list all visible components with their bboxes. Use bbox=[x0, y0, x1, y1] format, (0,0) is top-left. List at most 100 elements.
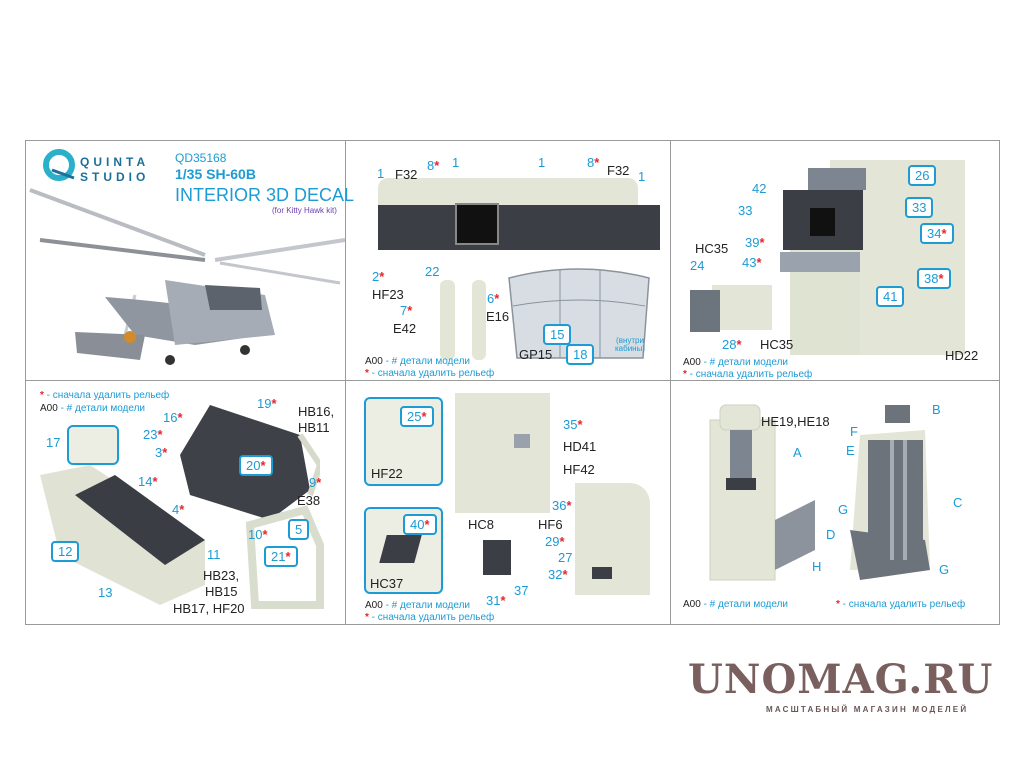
callout-8: 8* bbox=[427, 159, 439, 172]
callout-2: 2* bbox=[372, 270, 384, 283]
quinta-logo-icon bbox=[43, 149, 75, 181]
label-text: A00 bbox=[683, 599, 701, 610]
label-text: 9 bbox=[309, 475, 317, 490]
callout-17: 17 bbox=[46, 435, 61, 450]
divider bbox=[670, 140, 671, 625]
callout-hb23: HB23, bbox=[203, 568, 240, 583]
remove-relief-star: * bbox=[756, 255, 762, 270]
brand-line1: QUINTA bbox=[80, 155, 150, 169]
legend-model: A00 - # детали модели bbox=[683, 358, 788, 368]
callout-1: 1 bbox=[538, 155, 546, 170]
legend-model: A00 - # детали модели bbox=[40, 404, 145, 414]
part-hf42 bbox=[575, 483, 650, 595]
label-text: - сначала удалить рельеф bbox=[43, 390, 170, 401]
label-text: 28 bbox=[722, 337, 737, 352]
label-text: 40 bbox=[410, 517, 425, 532]
callout-hf42: HF42 bbox=[563, 462, 595, 477]
part-hb23-hb15 bbox=[245, 505, 324, 609]
part-hb17-hf20 bbox=[40, 465, 205, 605]
label-text: 3 bbox=[155, 445, 163, 460]
callout-20: 20* bbox=[239, 455, 273, 476]
callout-33: 33 bbox=[738, 203, 753, 218]
part-hd41 bbox=[455, 393, 550, 513]
remove-relief-star: * bbox=[157, 427, 163, 442]
note-inside-cabin: (внутри кабины) bbox=[614, 336, 645, 353]
callout-e38: E38 bbox=[297, 493, 321, 508]
radio-box-hc35 bbox=[712, 285, 772, 330]
legend-relief: * - сначала удалить рельеф bbox=[683, 370, 812, 380]
callout-29: 29* bbox=[545, 535, 565, 548]
callout-he19-he18: HE19,HE18 bbox=[761, 414, 830, 429]
label-text: - сначала удалить рельеф bbox=[368, 368, 495, 379]
remove-relief-star: * bbox=[316, 475, 322, 490]
callout-38: 38* bbox=[917, 268, 951, 289]
label-text: 7 bbox=[400, 303, 408, 318]
remove-relief-star: * bbox=[285, 549, 291, 564]
label-text: 34 bbox=[927, 226, 942, 241]
remove-relief-star: * bbox=[500, 593, 506, 608]
callout-23: 23* bbox=[143, 428, 163, 441]
callout-e42: E42 bbox=[393, 321, 417, 336]
callout-hc37: HC37 bbox=[370, 576, 404, 591]
part-e16 bbox=[472, 280, 486, 360]
remove-relief-star: * bbox=[434, 158, 440, 173]
remove-relief-star: * bbox=[559, 534, 565, 549]
label-text: - сначала удалить рельеф bbox=[368, 612, 495, 623]
label-text: - # детали модели bbox=[382, 356, 471, 367]
legend-model: A00 - # детали модели bbox=[365, 601, 470, 611]
callout-40: 40* bbox=[403, 514, 437, 535]
callout-hc35: HC35 bbox=[695, 241, 729, 256]
callout-35: 35* bbox=[563, 418, 583, 431]
label-text: 4 bbox=[172, 502, 180, 517]
remove-relief-star: * bbox=[379, 269, 385, 284]
callout-9: 9* bbox=[309, 476, 321, 489]
label-text: A00 bbox=[683, 357, 701, 368]
callout-f32: F32 bbox=[607, 163, 630, 178]
callout-c: C bbox=[953, 495, 963, 510]
remove-relief-star: * bbox=[162, 445, 168, 460]
radio-face bbox=[690, 290, 720, 332]
callout-e: E bbox=[846, 443, 855, 458]
callout-7: 7* bbox=[400, 304, 412, 317]
label-text: 6 bbox=[487, 291, 495, 306]
label-text: 23 bbox=[143, 427, 158, 442]
callout-hb16: HB16, bbox=[298, 404, 335, 419]
divider bbox=[345, 140, 346, 625]
callout-39: 39* bbox=[745, 236, 765, 249]
remove-relief-star: * bbox=[938, 271, 944, 286]
callout-d: D bbox=[826, 527, 836, 542]
label-text: 36 bbox=[552, 498, 567, 513]
remove-relief-star: * bbox=[577, 417, 583, 432]
label-text: 14 bbox=[138, 474, 153, 489]
legend-model: A00 - # детали модели bbox=[365, 357, 470, 367]
callout-25: 25* bbox=[400, 406, 434, 427]
callout-hb17-hf20: HB17, HF20 bbox=[173, 601, 245, 616]
detail-inset-17 bbox=[67, 425, 119, 465]
callout-11: 11 bbox=[207, 547, 221, 562]
product-scale: 1/35 SH-60B bbox=[175, 166, 256, 182]
keyboard-43 bbox=[780, 252, 860, 272]
callout-36: 36* bbox=[552, 499, 572, 512]
callout-10: 10* bbox=[248, 528, 268, 541]
remove-relief-star: * bbox=[494, 291, 500, 306]
mfd-screen bbox=[455, 203, 499, 245]
callout-41: 41 bbox=[876, 286, 905, 307]
callout-e16: E16 bbox=[486, 309, 510, 324]
label-text: - # детали модели bbox=[382, 600, 471, 611]
callout-g: G bbox=[939, 562, 950, 577]
callout-hc8: HC8 bbox=[468, 517, 495, 532]
product-code: QD35168 bbox=[175, 151, 227, 165]
callout-34: 34* bbox=[920, 223, 954, 244]
label-text: 35 bbox=[563, 417, 578, 432]
callout-13: 13 bbox=[98, 585, 113, 600]
label-text: 21 bbox=[271, 549, 286, 564]
callout-26: 26 bbox=[908, 165, 937, 186]
callout-8: 8* bbox=[587, 156, 599, 169]
remove-relief-star: * bbox=[562, 567, 568, 582]
legend-relief: * - сначала удалить рельеф bbox=[836, 600, 965, 610]
remove-relief-star: * bbox=[271, 396, 277, 411]
callout-hd22: HD22 bbox=[945, 348, 979, 363]
callout-f32: F32 bbox=[395, 167, 418, 182]
callout-hf22: HF22 bbox=[371, 466, 403, 481]
callout-31: 31* bbox=[486, 594, 506, 607]
